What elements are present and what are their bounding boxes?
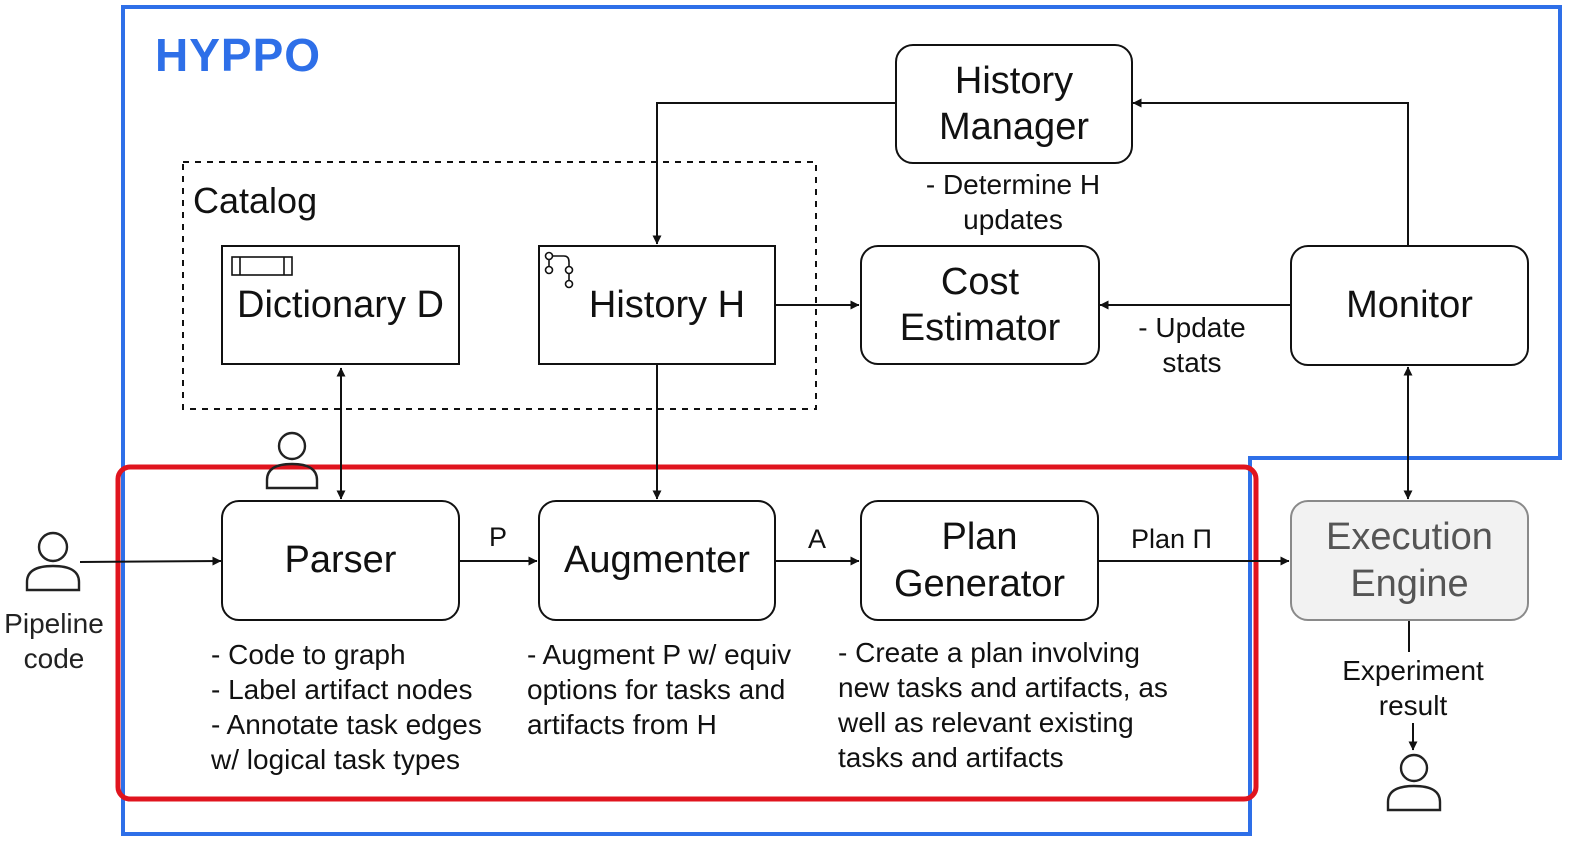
execution-engine-label: Execution Engine: [1326, 516, 1493, 605]
user-icon: [25, 531, 81, 592]
experiment-result-label: Experiment result: [1342, 655, 1484, 721]
augmenter-label: Augmenter: [564, 539, 750, 582]
catalog-boundary: [182, 161, 817, 410]
hyppo-boundary: [121, 5, 1562, 836]
dictionary-label: Dictionary D: [237, 283, 444, 326]
monitor-node: Monitor: [1290, 245, 1529, 366]
hyppo-title: HYPPO: [155, 29, 322, 81]
monitor-label: Monitor: [1346, 284, 1473, 327]
augmenter-note: - Augment P w/ equiv options for tasks a…: [527, 639, 792, 740]
user-icon: [265, 431, 319, 490]
plan-generator-label: Plan Generator: [893, 516, 1066, 605]
plan-generator-note: - Create a plan involving new tasks and …: [838, 637, 1168, 773]
edge-label-a: A: [808, 524, 827, 554]
history-node: History H: [538, 245, 776, 365]
parser-label: Parser: [284, 539, 397, 582]
list-icon: [231, 256, 293, 276]
highlight-boundary: [115, 464, 1259, 802]
cost-estimator-node: Cost Estimator: [860, 245, 1100, 365]
edge-label-p: P: [489, 522, 508, 552]
arrow-pipeline-to-parser: [79, 556, 222, 566]
update-stats-note: - Update stats: [1138, 312, 1246, 378]
execution-engine-node: Execution Engine: [1290, 500, 1529, 621]
augmenter-node: Augmenter: [538, 500, 776, 621]
branch-icon: [544, 251, 574, 289]
dictionary-node: Dictionary D: [221, 245, 460, 365]
plan-generator-node: Plan Generator: [860, 500, 1099, 621]
parser-node: Parser: [221, 500, 460, 621]
history-manager-note: - Determine H updates: [925, 169, 1101, 235]
user-icon: [1386, 753, 1442, 812]
catalog-title: Catalog: [193, 180, 318, 221]
arrow-manager-to-history: [652, 102, 895, 245]
arrow-monitor-to-manager: [1132, 98, 1409, 245]
parser-note: - Code to graph - Label artifact nodes -…: [211, 639, 482, 775]
history-manager-label: History Manager: [939, 59, 1089, 148]
cost-estimator-label: Cost Estimator: [899, 260, 1061, 349]
edge-label-plan: Plan Π: [1131, 524, 1213, 554]
pipeline-code-label: Pipeline code: [4, 608, 104, 674]
history-label: History H: [588, 283, 746, 326]
history-manager-node: History Manager: [895, 44, 1133, 164]
